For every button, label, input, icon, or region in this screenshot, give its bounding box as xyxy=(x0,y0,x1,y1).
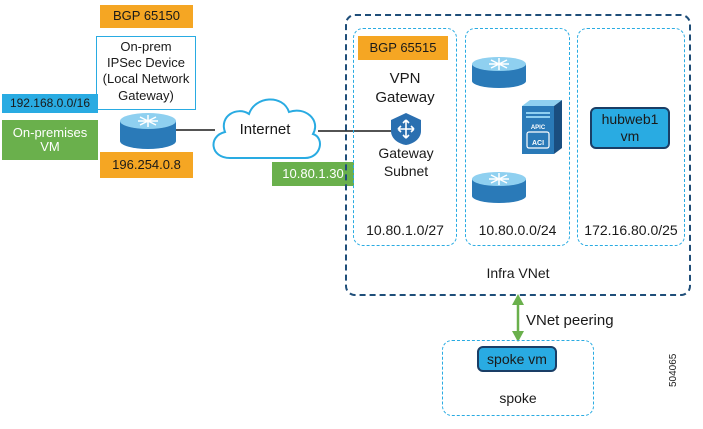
figure-id: 504065 xyxy=(668,353,679,387)
vnet-peering-label: VNet peering xyxy=(526,312,614,329)
router-top-icon xyxy=(472,57,526,88)
spoke-vnet-container xyxy=(442,340,594,416)
vnet-peering-arrow-down xyxy=(512,331,524,342)
infra-vnet-container xyxy=(345,14,691,296)
vnet-peering-arrow-up xyxy=(512,294,524,305)
gateway-subnet-box xyxy=(353,28,457,246)
onprem-vm-line2: VM xyxy=(40,139,60,154)
hubweb-subnet-cidr: 172.16.80.0/25 xyxy=(584,222,678,238)
apic-text: APIC xyxy=(530,125,546,131)
hubweb1-vm: hubweb1 vm xyxy=(590,107,670,149)
onprem-vm-badge: On-premises VM xyxy=(2,120,98,160)
router-bottom-icon xyxy=(472,172,526,203)
spoke-vm: spoke vm xyxy=(477,346,557,372)
gateway-subnet-line2: Subnet xyxy=(383,163,429,179)
onprem-public-ip-badge: 196.254.0.8 xyxy=(100,152,193,178)
onprem-subnet-badge: 192.168.0.0/16 xyxy=(2,94,98,113)
hubweb1-vm-line2: vm xyxy=(620,128,640,144)
vpn-gateway-icon xyxy=(391,113,421,145)
gateway-subnet-cidr: 10.80.1.0/27 xyxy=(366,222,444,238)
aci-text: ACI xyxy=(531,140,545,147)
gateway-ip-badge: 10.80.1.30 xyxy=(272,162,354,186)
router-subnet-box xyxy=(465,28,570,246)
onprem-device-line1: On-prem xyxy=(120,39,172,54)
internet-label: Internet xyxy=(239,121,291,138)
vpn-gateway-line2: Gateway xyxy=(375,89,435,106)
router-subnet-cidr: 10.80.0.0/24 xyxy=(478,222,557,238)
hubweb1-vm-line1: hubweb1 xyxy=(601,111,659,128)
onprem-router-icon xyxy=(120,113,176,149)
apic-server-icon xyxy=(522,100,562,154)
gateway-subnet-line1: Gateway xyxy=(378,145,434,161)
onprem-device-line2: IPSec Device xyxy=(106,55,186,70)
onprem-vm-line1: On-premises xyxy=(12,124,88,140)
onprem-bgp-badge: BGP 65150 xyxy=(100,5,193,28)
hubweb-subnet-box xyxy=(577,28,685,246)
gateway-bgp-badge: BGP 65515 xyxy=(358,36,448,60)
onprem-device-box xyxy=(96,36,196,110)
onprem-device-line3: (Local Network xyxy=(102,71,190,86)
internet-cloud-icon xyxy=(212,98,321,159)
spoke-label: spoke xyxy=(499,390,537,406)
infra-vnet-label: Infra VNet xyxy=(486,265,550,281)
onprem-device-line4: Gateway) xyxy=(118,88,174,103)
vpn-gateway-line1: VPN xyxy=(389,70,421,87)
